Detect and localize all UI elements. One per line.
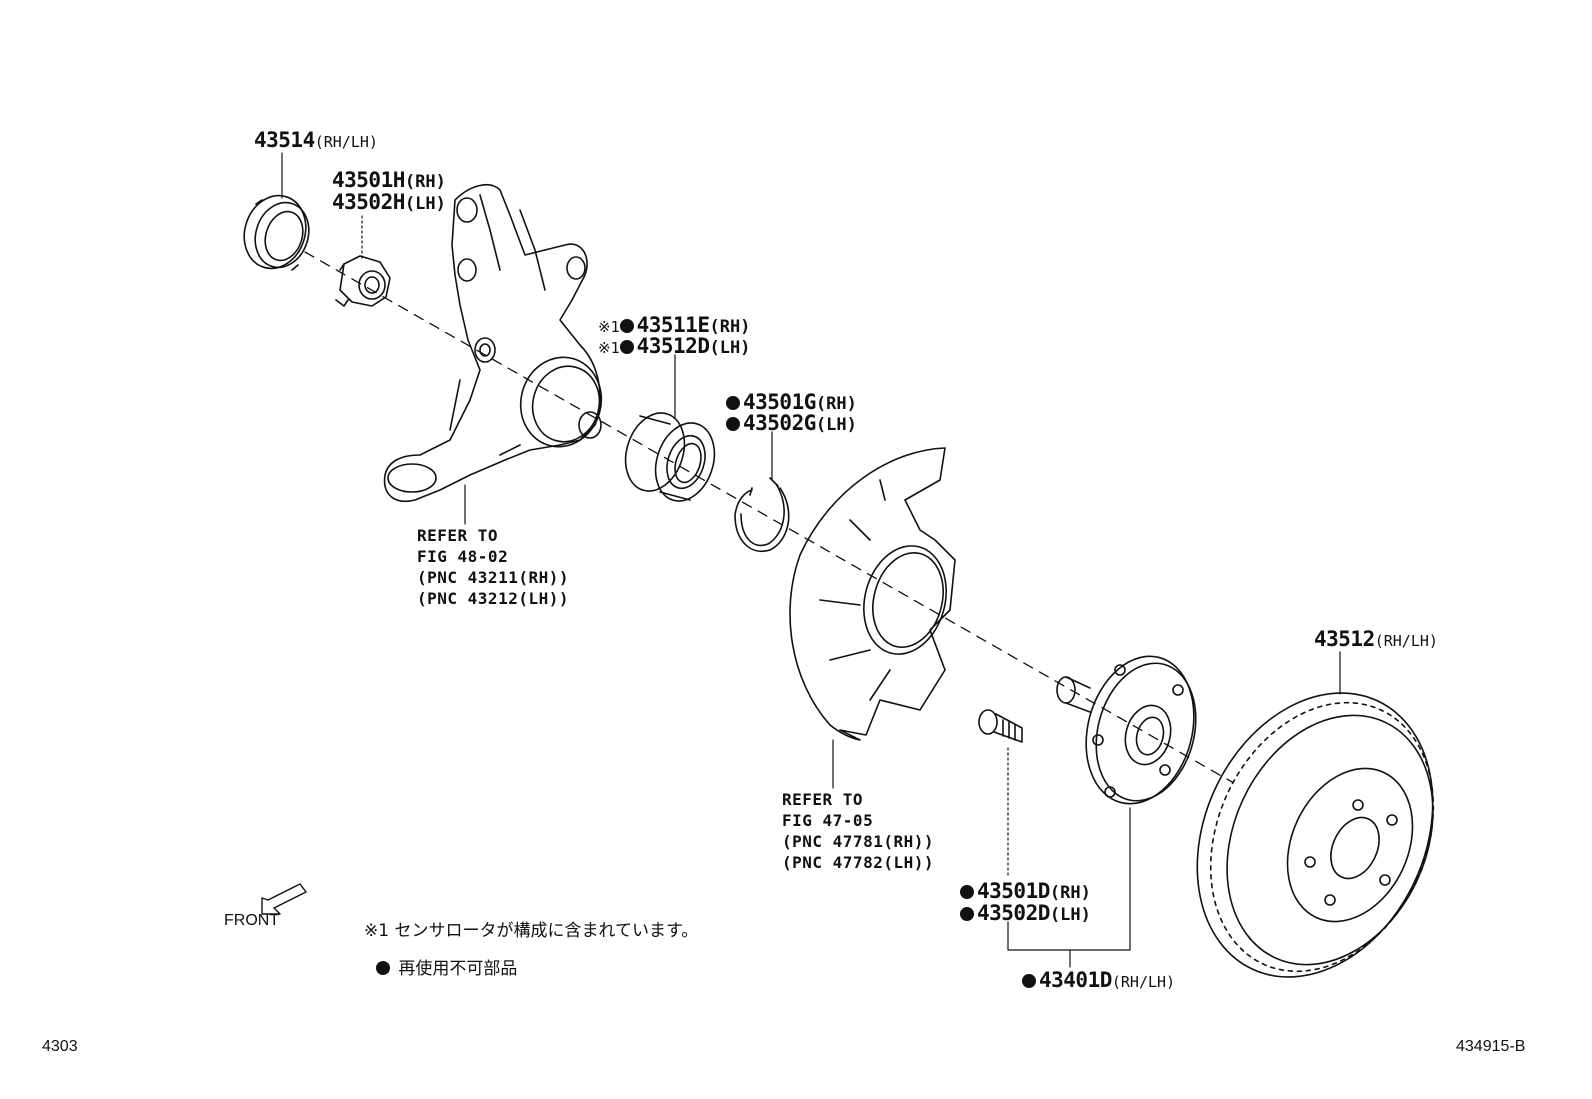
label-43501H: 43501H(RH)	[332, 168, 446, 192]
non-reusable-dot-icon	[619, 340, 634, 354]
refer-line: REFER TO	[782, 790, 864, 809]
refer-knuckle[interactable]: REFER TO FIG 48-02 (PNC 43211(RH)) (PNC …	[417, 525, 569, 609]
label-43502H: 43502H(LH)	[332, 190, 446, 214]
bearing-43511E-drawing	[624, 412, 716, 502]
non-reusable-dot-icon	[376, 961, 390, 975]
label-43502G: 43502G(LH)	[726, 411, 857, 435]
refer-pnc-lh: (PNC 47782(LH))	[782, 853, 934, 872]
dust-shield-drawing	[789, 447, 956, 741]
label-43401D: 43401D(RH/LH)	[1022, 968, 1175, 992]
nut-43501H-drawing	[335, 255, 391, 307]
label-43501G: 43501G(RH)	[726, 390, 857, 414]
footer-figure-id: 434915-B	[1456, 1038, 1526, 1055]
note-non-reusable-text: 再使用不可部品	[398, 959, 518, 979]
label-43501D: 43501D(RH)	[960, 879, 1091, 903]
refer-fig: FIG 47-05	[782, 811, 874, 830]
brake-rotor-43512-drawing	[1196, 692, 1435, 978]
label-43514: 43514(RH/LH)	[254, 128, 378, 152]
non-reusable-dot-icon	[619, 319, 634, 333]
front-label: FRONT	[224, 912, 280, 929]
non-reusable-dot-icon	[960, 907, 974, 921]
leader-lines	[281, 152, 1341, 968]
refer-pnc-rh: (PNC 43211(RH))	[417, 568, 569, 587]
label-43502D: 43502D(LH)	[960, 901, 1091, 925]
seal-43514-drawing	[243, 194, 310, 271]
refer-fig: FIG 48-02	[417, 547, 509, 566]
refer-pnc-lh: (PNC 43212(LH))	[417, 589, 569, 608]
refer-dust-shield[interactable]: REFER TO FIG 47-05 (PNC 47781(RH)) (PNC …	[782, 789, 934, 873]
steering-knuckle-drawing	[383, 184, 603, 502]
snap-ring-43501G-drawing	[734, 477, 790, 553]
front-arrow-icon	[261, 883, 307, 915]
refer-line: REFER TO	[417, 526, 499, 545]
footer-page-code: 4303	[42, 1038, 78, 1055]
hub-bolt-43501D-drawing	[978, 709, 1023, 743]
note-sensor-rotor: ※1 センサロータが構成に含まれています。	[364, 921, 699, 941]
note-non-reusable: 再使用不可部品	[376, 954, 517, 979]
non-reusable-dot-icon	[1022, 974, 1036, 988]
refer-pnc-rh: (PNC 47781(RH))	[782, 832, 934, 851]
center-axis-line	[304, 251, 1233, 783]
non-reusable-dot-icon	[726, 417, 740, 431]
hub-43401D-drawing	[1056, 655, 1197, 805]
non-reusable-dot-icon	[960, 885, 974, 899]
non-reusable-dot-icon	[726, 396, 740, 410]
label-43512: 43512(RH/LH)	[1314, 627, 1438, 651]
